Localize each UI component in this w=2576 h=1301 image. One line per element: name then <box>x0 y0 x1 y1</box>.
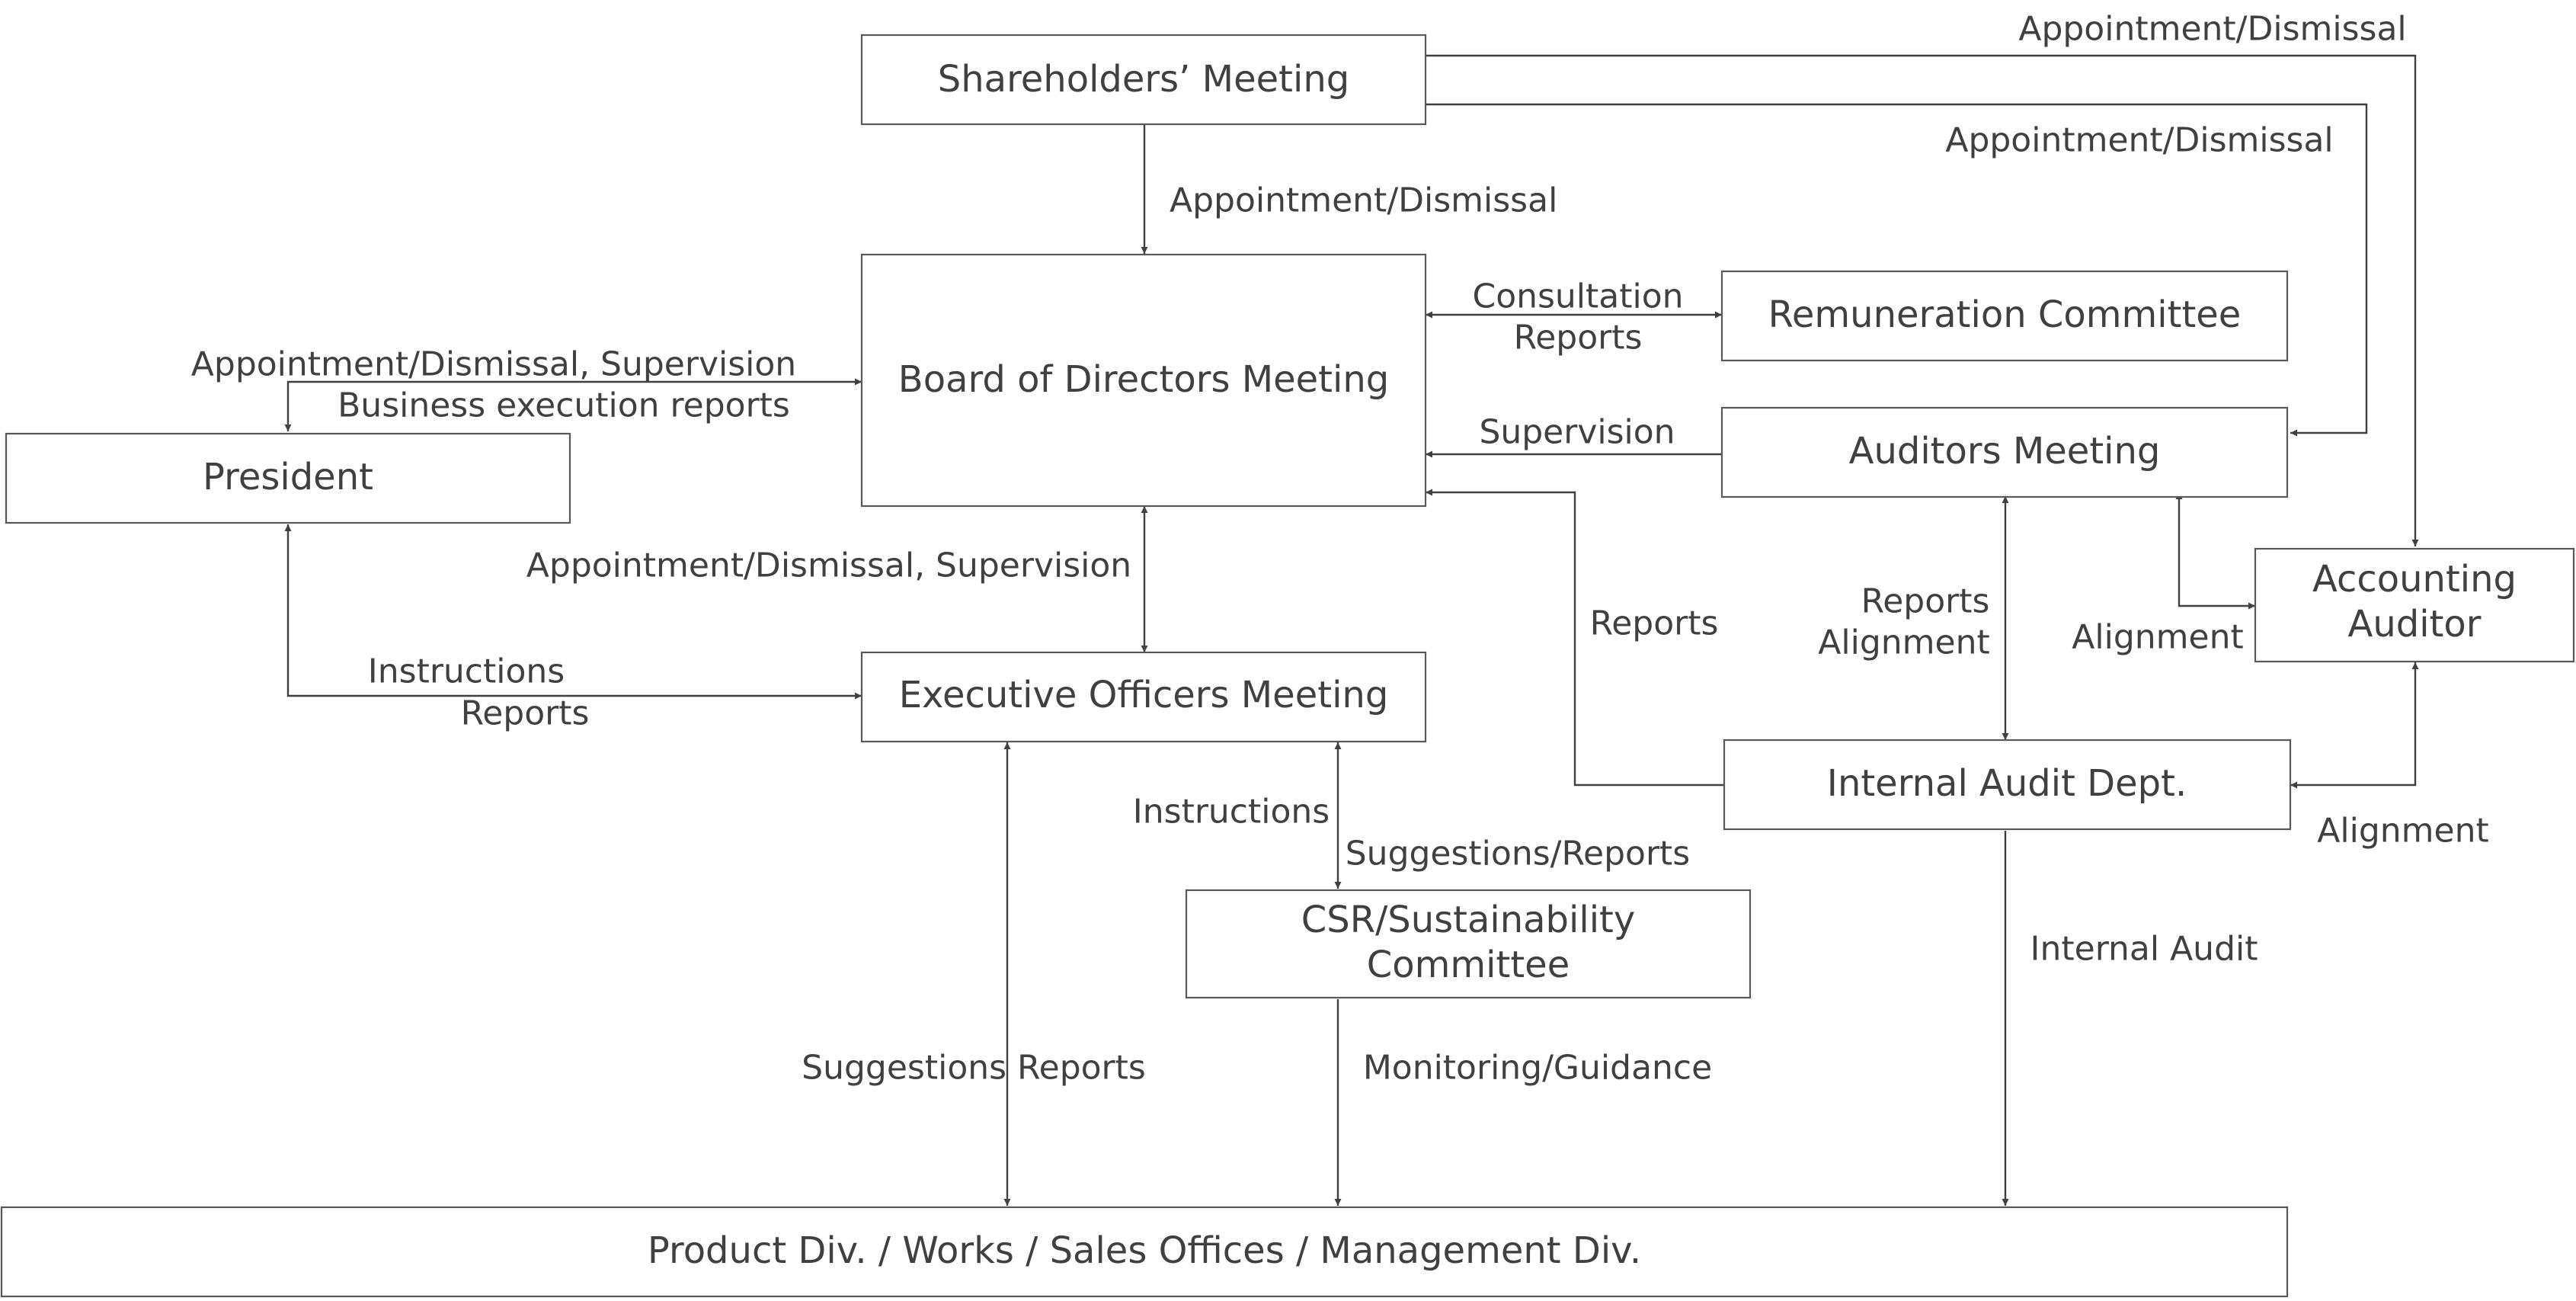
node-president: President <box>5 432 571 524</box>
label-instructions-president: Instructions <box>368 652 565 691</box>
label-appointment-supervision-president: Appointment/Dismissal, Supervision <box>191 345 796 384</box>
node-accounting-auditor: Accounting Auditor <box>2254 547 2575 663</box>
auditors-meeting-label: Auditors Meeting <box>1849 430 2161 473</box>
label-suggestions-reports-csr: Suggestions/Reports <box>1346 835 1690 873</box>
label-alignment-internal-audit-accounting: Alignment <box>2317 812 2488 851</box>
node-internal-audit-dept: Internal Audit Dept. <box>1723 739 2292 831</box>
label-appointment-dismissal-accounting: Appointment/Dismissal <box>2018 10 2406 49</box>
internal-audit-dept-label: Internal Audit Dept. <box>1827 762 2187 805</box>
label-reports-internal-audit-board: Reports <box>1590 604 1719 643</box>
label-instructions-csr: Instructions <box>1133 793 1330 832</box>
label-internal-audit: Internal Audit <box>2030 930 2258 969</box>
label-business-execution-reports: Business execution reports <box>338 386 790 425</box>
edge-labels: Appointment/Dismissal Appointment/Dismis… <box>191 10 2489 1088</box>
accounting-auditor-label-line2: Auditor <box>2348 603 2482 646</box>
node-board-of-directors: Board of Directors Meeting <box>860 253 1427 508</box>
csr-committee-label-line1: CSR/Sustainability <box>1301 899 1636 941</box>
label-monitoring-guidance: Monitoring/Guidance <box>1363 1049 1712 1088</box>
label-reports-auditors: Reports <box>1861 582 1990 621</box>
csr-committee-label-line2: Committee <box>1367 944 1570 986</box>
label-suggestions-reports-divisions: Suggestions Reports <box>802 1049 1146 1088</box>
label-alignment-auditors-accounting: Alignment <box>2072 618 2243 657</box>
divisions-label: Product Div. / Works / Sales Offices / M… <box>648 1229 1641 1272</box>
label-appointment-dismissal-board: Appointment/Dismissal <box>1170 181 1557 220</box>
executive-officers-label: Executive Officers Meeting <box>899 674 1389 716</box>
node-shareholders-meeting: Shareholders’ Meeting <box>860 34 1427 126</box>
node-divisions: Product Div. / Works / Sales Offices / M… <box>0 1206 2289 1298</box>
connectors <box>284 54 2419 1206</box>
president-label: President <box>203 456 373 498</box>
edge-internal-audit-board <box>1426 489 1724 787</box>
node-auditors-meeting: Auditors Meeting <box>1720 406 2289 498</box>
label-supervision: Supervision <box>1479 413 1675 452</box>
edge-internal-audit-accounting <box>2290 662 2419 789</box>
label-reports-president: Reports <box>461 694 590 733</box>
label-appointment-dismissal-auditors: Appointment/Dismissal <box>1945 121 2333 160</box>
node-executive-officers: Executive Officers Meeting <box>860 651 1427 743</box>
node-remuneration-committee: Remuneration Committee <box>1720 270 2289 362</box>
node-csr-committee: CSR/Sustainability Committee <box>1185 889 1752 999</box>
board-of-directors-label: Board of Directors Meeting <box>898 358 1389 401</box>
edge-shareholders-accounting <box>1426 54 2419 546</box>
shareholders-meeting-label: Shareholders’ Meeting <box>938 58 1349 101</box>
edge-auditors-accounting <box>2175 492 2255 610</box>
accounting-auditor-label-line1: Accounting <box>2312 558 2517 601</box>
remuneration-committee-label: Remuneration Committee <box>1768 293 2242 336</box>
edge-shareholders-auditors <box>1426 103 2368 437</box>
label-consultation: Consultation <box>1472 277 1683 316</box>
label-appointment-supervision-executive: Appointment/Dismissal, Supervision <box>526 546 1131 585</box>
label-consultation-reports: Reports <box>1514 319 1643 357</box>
edge-president-board <box>284 378 862 431</box>
label-alignment-auditors: Alignment <box>1818 623 1989 662</box>
edge-president-executive <box>284 524 862 700</box>
